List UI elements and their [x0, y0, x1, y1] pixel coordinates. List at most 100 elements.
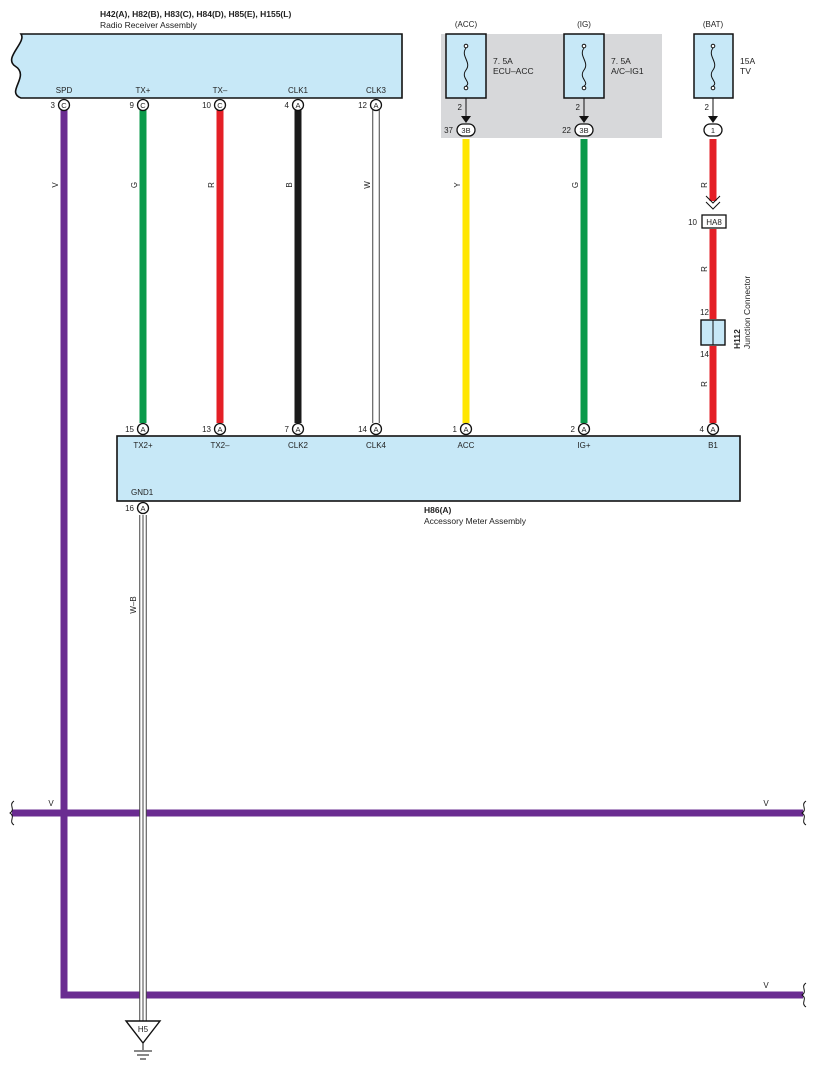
terminal-name: CLK3 [366, 86, 387, 95]
junction-pin-bottom: 14 [700, 350, 709, 359]
wire-color-bus-upper-right: V [763, 799, 769, 808]
pin-circle [57, 98, 71, 112]
radio-assembly-name: Radio Receiver Assembly [100, 20, 198, 30]
pin-circle [291, 98, 305, 112]
arrow-down-icon [708, 116, 718, 123]
terminal-name: TX– [213, 86, 228, 95]
fuse-out-pin: 2 [705, 103, 710, 112]
terminal-name: TX2+ [133, 441, 153, 450]
terminal-name: TX+ [136, 86, 151, 95]
connector-letter: A [140, 425, 145, 434]
terminal-name: ACC [458, 441, 475, 450]
wire-color-gnd: W–B [129, 596, 138, 613]
arrow-down-icon [579, 116, 589, 123]
pin-number: 13 [202, 425, 211, 434]
ha8-label: HA8 [706, 218, 722, 227]
pin-number: 14 [358, 425, 367, 434]
wire-color-tx-plus: G [130, 182, 139, 188]
connector-letter: A [373, 425, 378, 434]
fuse-a-c-ig1: (IG) 7. 5A A/C–IG1 2 3B 22 [562, 20, 644, 137]
radio-terminal-tx-minus: TX– 10 C [202, 86, 228, 112]
jb-connector [574, 123, 594, 137]
terminal-name: SPD [56, 86, 73, 95]
fuse-name: TV [740, 66, 751, 76]
wire-color-bat-1: R [700, 182, 709, 188]
meter-terminal-acc: A 1 ACC [453, 422, 475, 450]
meter-code: H86(A) [424, 505, 452, 515]
connector-letter: A [295, 101, 300, 110]
connector-letter: A [217, 425, 222, 434]
terminal-name: GND1 [131, 488, 154, 497]
pin-number: 15 [125, 425, 134, 434]
break-mark-lower-right [801, 982, 807, 1008]
pin-circle [213, 98, 227, 112]
fuse-rating: 15A [740, 56, 755, 66]
fuse-name: ECU–ACC [493, 66, 534, 76]
radio-terminal-clk3: CLK3 12 A [358, 86, 387, 112]
wire-color-ig: G [571, 182, 580, 188]
radio-terminal-tx-plus: TX+ 9 C [130, 86, 151, 112]
pin-circle [369, 98, 383, 112]
jb-connector [456, 123, 476, 137]
wire-color-acc: Y [453, 182, 462, 188]
pin-number: 12 [358, 101, 367, 110]
meter-terminal-tx2-minus: A 13 TX2– [202, 422, 230, 450]
connector-letter: A [710, 425, 715, 434]
pin-number: 2 [571, 425, 576, 434]
fuse-source: (ACC) [455, 20, 478, 29]
fuse-ecu-acc: (ACC) 7. 5A ECU–ACC 2 3B 37 [444, 20, 534, 137]
terminal-name: CLK1 [288, 86, 309, 95]
jb-connector [703, 123, 723, 137]
wire-color-bus-upper-left: V [48, 799, 54, 808]
pin-number: 3 [51, 101, 56, 110]
pin-number: 16 [125, 504, 134, 513]
pin-number: 9 [130, 101, 135, 110]
wire-spd [60, 110, 803, 999]
fuse-rating: 7. 5A [493, 56, 513, 66]
pin-number: 4 [285, 101, 290, 110]
arrow-down-icon [461, 116, 471, 123]
pin-circle [706, 422, 720, 436]
junction-pin-top: 12 [700, 308, 709, 317]
pin-circle [459, 422, 473, 436]
connector-letter: A [140, 504, 145, 513]
wire-color-clk1: B [285, 182, 294, 187]
connector-chevron-icon [705, 195, 721, 210]
meter-terminal-gnd1: GND1 A 16 [125, 488, 154, 515]
pin-circle [136, 422, 150, 436]
ground-triangle [124, 1020, 162, 1045]
fuse-tv: (BAT) 15A TV 2 1 [693, 20, 755, 137]
terminal-name: B1 [708, 441, 718, 450]
fuse-source: (BAT) [703, 20, 724, 29]
jb-connector-code: 3B [461, 126, 470, 135]
terminal-name: CLK4 [366, 441, 387, 450]
break-mark-upper-right [801, 800, 807, 826]
pin-number: 4 [700, 425, 705, 434]
connector-letter: A [373, 101, 378, 110]
fuse-source: (IG) [577, 20, 591, 29]
wire-color-tx-minus: R [207, 182, 216, 188]
pin-circle [213, 422, 227, 436]
pin-circle [577, 422, 591, 436]
ha8-box [701, 214, 727, 229]
fuse-out-pin: 2 [458, 103, 463, 112]
wire-color-spd: V [51, 182, 60, 188]
connector-letter: A [295, 425, 300, 434]
connector-letter: A [463, 425, 468, 434]
accessory-meter-box [116, 435, 741, 502]
terminal-name: CLK2 [288, 441, 309, 450]
meter-name: Accessory Meter Assembly [424, 516, 527, 526]
radio-connector-codes: H42(A), H82(B), H83(C), H84(D), H85(E), … [100, 9, 291, 19]
pin-number: 10 [202, 101, 211, 110]
junction-code: H112 [732, 329, 742, 349]
wire-color-bat-2: R [700, 266, 709, 272]
meter-terminal-tx2-plus: A 15 TX2+ [125, 422, 153, 450]
jb-connector-code: 3B [579, 126, 588, 135]
meter-terminal-clk2: A 7 CLK2 [285, 422, 309, 450]
connector-ha8: HA8 10 [688, 195, 727, 229]
fuse-icon [581, 47, 587, 87]
wire-color-bus-lower: V [763, 981, 769, 990]
jb-connector-code: 1 [711, 126, 715, 135]
fuse-rating: 7. 5A [611, 56, 631, 66]
